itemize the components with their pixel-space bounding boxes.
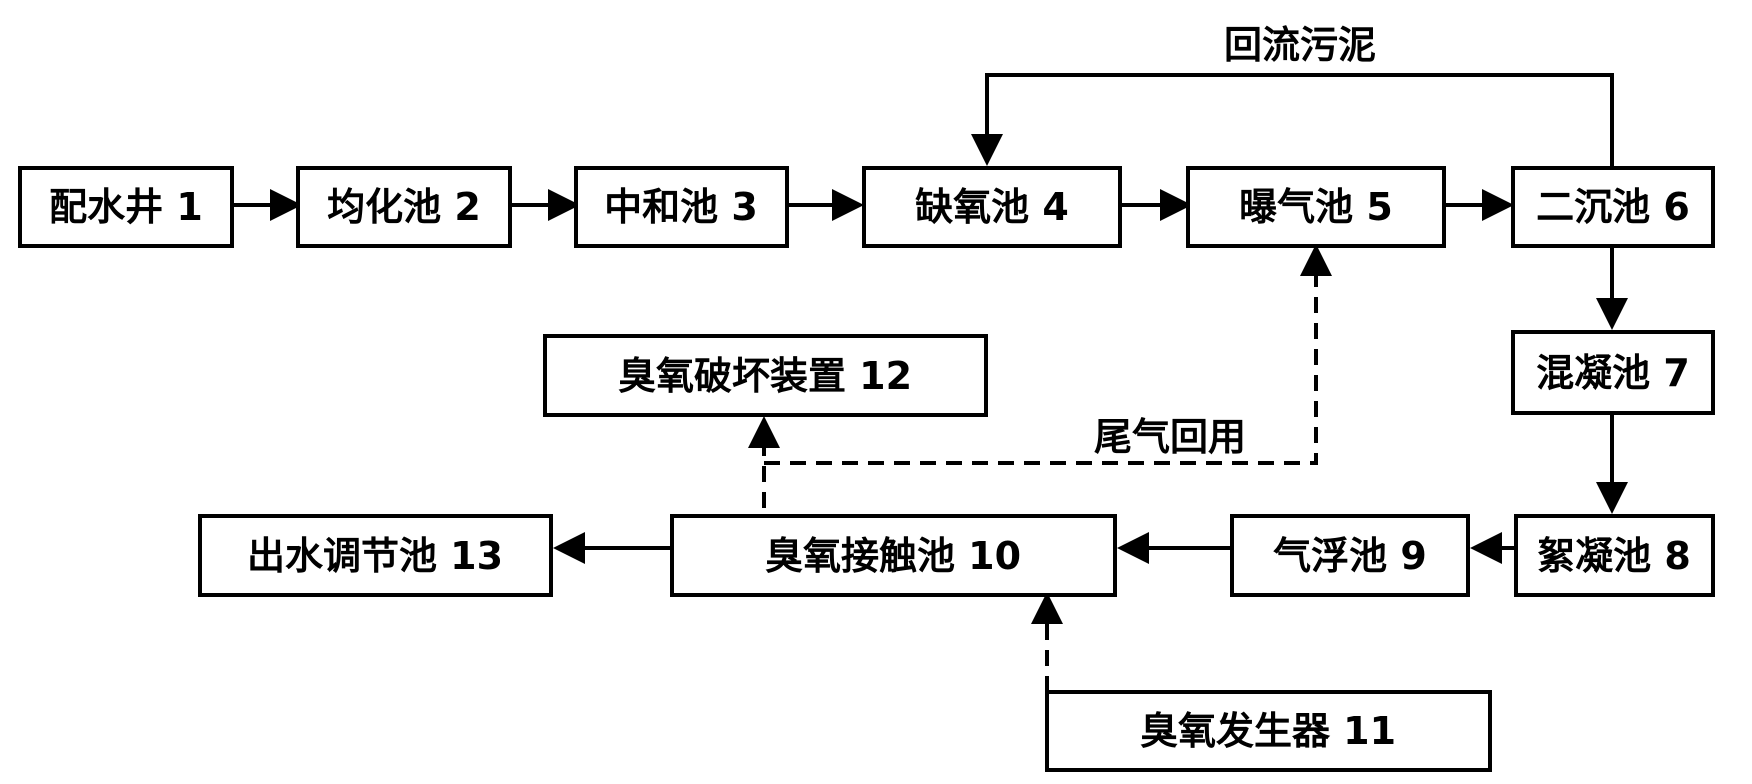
node-n10-label: 臭氧接触池 10	[765, 534, 1021, 578]
node-n11-label: 臭氧发生器 11	[1140, 709, 1396, 753]
node-n1-label: 配水井 1	[49, 185, 203, 229]
node-n13: 出水调节池 13	[198, 514, 553, 597]
node-n4: 缺氧池 4	[862, 166, 1122, 248]
node-n3-box	[574, 166, 789, 248]
node-n4-label: 缺氧池 4	[915, 185, 1069, 229]
node-n3: 中和池 3	[574, 166, 789, 248]
node-n8-box	[1514, 514, 1715, 597]
node-n9-box	[1230, 514, 1470, 597]
node-n1: 配水井 1	[18, 166, 234, 248]
node-n6-box	[1511, 166, 1715, 248]
node-n2: 均化池 2	[296, 166, 512, 248]
node-n10-box	[670, 514, 1117, 597]
edges	[232, 73, 1628, 692]
node-n2-box	[296, 166, 512, 248]
node-n7-box	[1511, 330, 1715, 415]
node-n10: 臭氧接触池 10	[670, 514, 1117, 597]
node-n2-label: 均化池 2	[327, 185, 481, 229]
node-n9-label: 气浮池 9	[1273, 534, 1427, 578]
node-n3-label: 中和池 3	[604, 185, 758, 229]
node-n6: 二沉池 6	[1511, 166, 1715, 248]
node-n12: 臭氧破坏装置 12	[543, 334, 988, 417]
node-n11-box	[1045, 690, 1492, 772]
node-n7: 混凝池 7	[1511, 330, 1715, 415]
node-n5: 曝气池 5	[1186, 166, 1446, 248]
node-n4-box	[862, 166, 1122, 248]
node-n8-label: 絮凝池 8	[1537, 534, 1691, 578]
node-n13-box	[198, 514, 553, 597]
edge-n6-n4-return-sludge	[971, 73, 1614, 168]
node-n1-box	[18, 166, 234, 248]
node-n6-label: 二沉池 6	[1536, 185, 1690, 229]
label-return-sludge: 回流污泥	[1224, 23, 1376, 67]
node-n13-label: 出水调节池 13	[247, 534, 503, 578]
node-n5-label: 曝气池 5	[1239, 185, 1393, 229]
nodes: 配水井 1 均化池 2 中和池 3 缺氧池 4 曝气池 5 二沉池 6 混凝池 …	[18, 166, 1715, 772]
label-offgas-reuse: 尾气回用	[1094, 415, 1246, 459]
node-n11: 臭氧发生器 11	[1045, 690, 1492, 772]
node-n5-box	[1186, 166, 1446, 248]
node-n8: 絮凝池 8	[1514, 514, 1715, 597]
node-n9: 气浮池 9	[1230, 514, 1470, 597]
node-n12-box	[543, 334, 988, 417]
node-n7-label: 混凝池 7	[1536, 351, 1690, 395]
edge-n10-n5-offgas-reuse	[764, 244, 1332, 465]
node-n12-label: 臭氧破坏装置 12	[618, 354, 912, 398]
